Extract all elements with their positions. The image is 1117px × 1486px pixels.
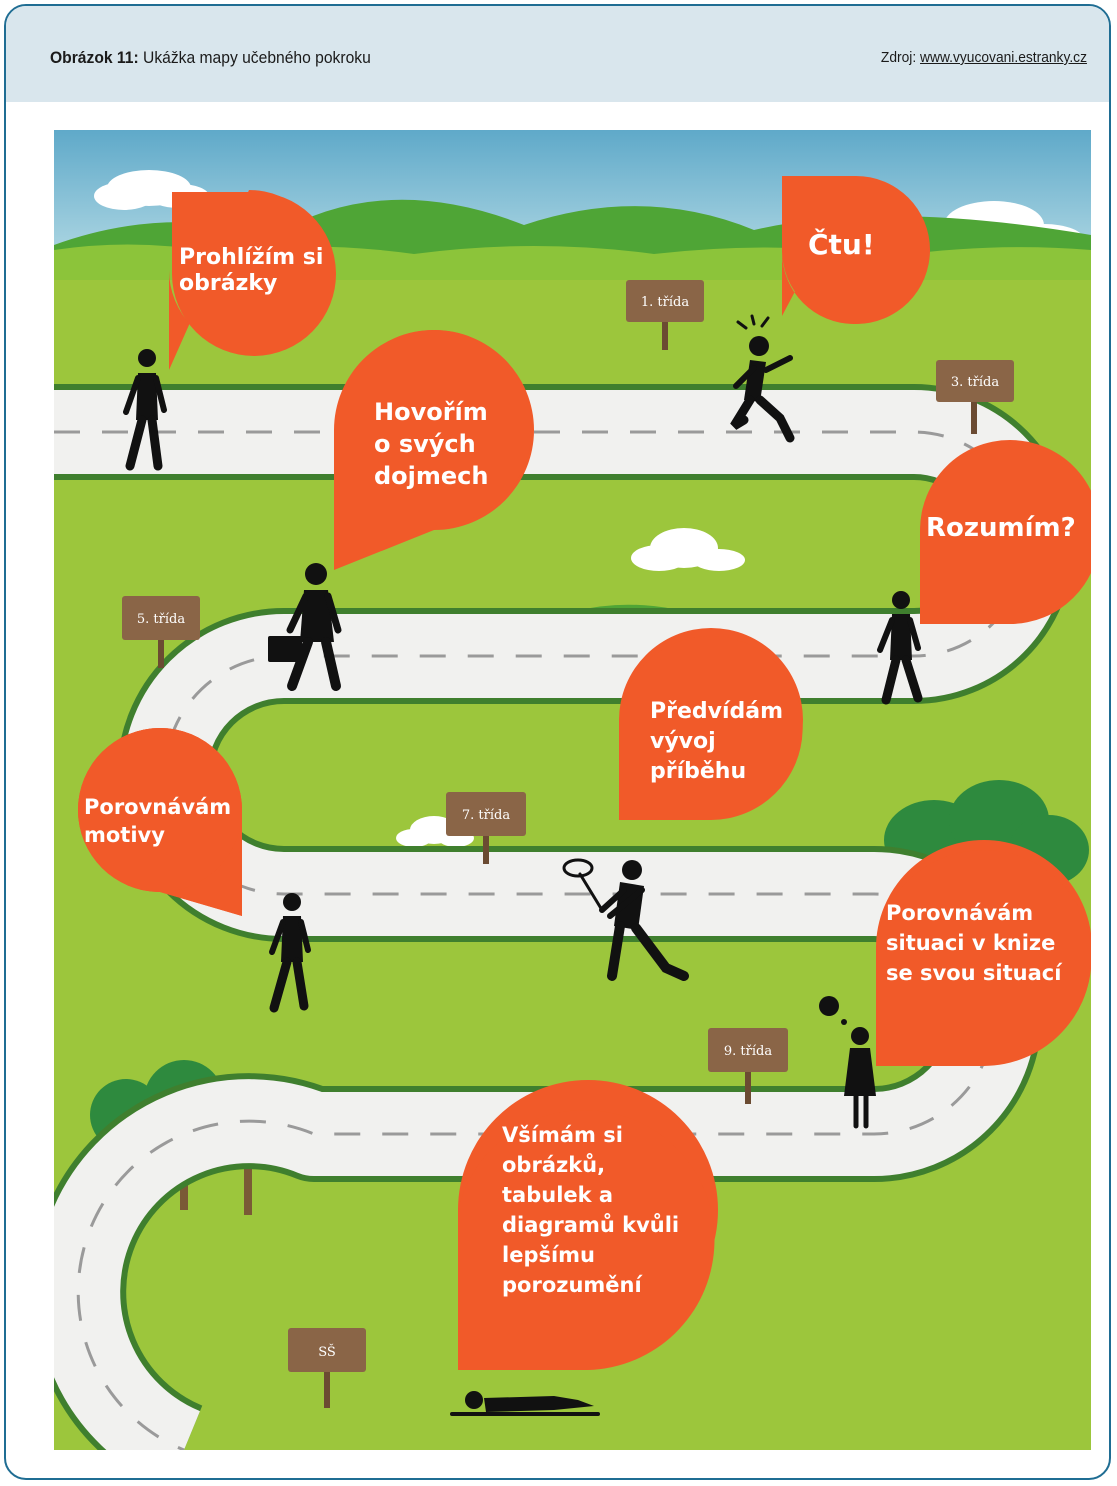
bubble-text: Porovnávám situaci v knize se svou situa…	[886, 901, 1063, 985]
bubble-line: Prohlížím si	[179, 245, 323, 270]
sign-label: 1. třída	[641, 295, 689, 310]
bubble-line: situaci v knize	[886, 931, 1055, 955]
sign-label: 9. třída	[724, 1044, 772, 1059]
sign-label: 3. třída	[951, 375, 999, 390]
learning-progress-map: 1. třída 3. třída 5. třída 7. třída 9. t	[54, 130, 1091, 1450]
walking-person-icon	[269, 893, 311, 1013]
bubble-line: o svých	[374, 430, 476, 458]
bubble-hovorim: Hovořím o svých dojmech	[334, 330, 534, 570]
source-label: Zdroj:	[880, 49, 917, 66]
sign-ss: SŠ	[288, 1328, 366, 1408]
bubble-line: dojmech	[374, 462, 489, 490]
cloud	[94, 170, 209, 210]
bubble-line: vývoj	[650, 729, 716, 754]
sign-9-trida: 9. třída	[708, 1028, 788, 1104]
sign-label: 7. třída	[462, 808, 510, 823]
figure-frame: Obrázok 11: Ukážka mapy učebného pokroku…	[4, 4, 1111, 1480]
bubble-text: Prohlížím si obrázky	[179, 245, 331, 296]
bubble-text: Rozumím?	[926, 513, 1076, 543]
sign-3-trida: 3. třída	[936, 360, 1014, 434]
caption-title: Ukážka mapy učebného pokroku	[143, 48, 371, 67]
bubble-text: Předvídám vývoj příběhu	[650, 699, 791, 784]
bubble-predvidam: Předvídám vývoj příběhu	[619, 628, 803, 820]
bubble-ctu: Čtu!	[782, 176, 930, 324]
bubble-prohlizim: Prohlížím si obrázky	[169, 190, 336, 370]
bubble-line: Porovnávám	[84, 795, 231, 819]
bubble-line: lepšímu	[502, 1243, 595, 1267]
bubble-rozumim: Rozumím?	[920, 440, 1091, 624]
bubble-text: Porovnávám motivy	[84, 795, 238, 847]
running-person-icon	[730, 314, 795, 443]
bubble-text: Čtu!	[808, 227, 875, 261]
bubble-line: porozumění	[502, 1273, 643, 1297]
bubble-line: diagramů kvůli	[502, 1213, 679, 1237]
bubble-line: se svou situací	[886, 961, 1063, 985]
map-illustration: 1. třída 3. třída 5. třída 7. třída 9. t	[54, 130, 1091, 1450]
bubble-porovnavam-motivy: Porovnávám motivy	[78, 728, 242, 916]
bubble-line: Předvídám	[650, 699, 783, 724]
caption-label: Obrázok 11:	[50, 48, 139, 67]
cloud	[631, 528, 745, 571]
sign-label: 5. třída	[137, 612, 185, 627]
sign-7-trida: 7. třída	[446, 792, 526, 864]
businessman-icon	[268, 563, 342, 691]
bubble-line: motivy	[84, 823, 165, 847]
thinking-woman-icon	[819, 996, 876, 1129]
bubble-line: Všímám si	[502, 1123, 623, 1147]
bubble-line: příběhu	[650, 759, 746, 784]
bubble-line: obrázky	[179, 271, 277, 296]
caption-bar: Obrázok 11: Ukážka mapy učebného pokroku…	[6, 6, 1109, 102]
lying-person-icon	[450, 1391, 600, 1416]
sign-label: SŠ	[318, 1343, 336, 1360]
bubble-line: Porovnávám	[886, 901, 1033, 925]
walking-person-icon	[123, 349, 167, 471]
bubble-line: Hovořím	[374, 398, 488, 426]
walking-person-icon	[877, 591, 923, 705]
sign-5-trida: 5. třída	[122, 596, 200, 668]
sign-1-trida: 1. třída	[626, 280, 704, 350]
figure-caption: Obrázok 11: Ukážka mapy učebného pokroku	[50, 48, 371, 68]
bubble-text: Hovořím o svých dojmech	[374, 398, 496, 490]
bubble-line: tabulek a	[502, 1183, 613, 1207]
bubble-porovnavam-situaci: Porovnávám situaci v knize se svou situa…	[876, 840, 1091, 1066]
bubble-line: obrázků,	[502, 1153, 605, 1177]
bubble-text: Všímám si obrázků, tabulek a diagramů kv…	[502, 1123, 686, 1297]
source-credit: Zdroj: www.vyucovani.estranky.cz	[881, 49, 1087, 66]
bubble-vsimam: Všímám si obrázků, tabulek a diagramů kv…	[458, 1080, 718, 1370]
source-link[interactable]: www.vyucovani.estranky.cz	[920, 49, 1087, 66]
person-with-net-icon	[562, 858, 689, 981]
